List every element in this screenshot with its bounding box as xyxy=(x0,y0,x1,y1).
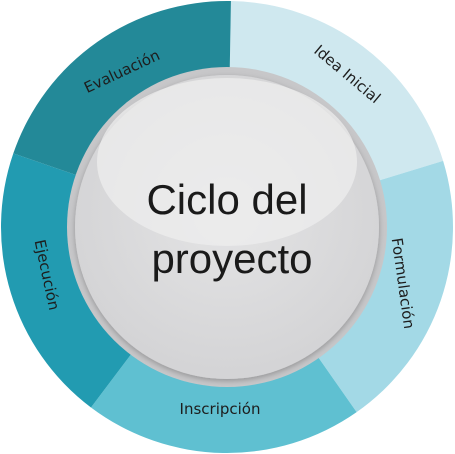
segment-evaluacion xyxy=(13,1,231,178)
segment-inscripcion xyxy=(90,348,357,453)
center-hub-highlight xyxy=(97,78,357,246)
stage-label-inscripcion: Inscripción xyxy=(180,400,261,418)
segment-ejecucion xyxy=(0,153,136,408)
center-title-line-2: proyecto xyxy=(151,235,312,282)
segment-formulacion xyxy=(314,160,453,413)
segment-idea-inicial xyxy=(229,1,444,183)
center-title-line-1: Ciclo del xyxy=(146,176,307,223)
